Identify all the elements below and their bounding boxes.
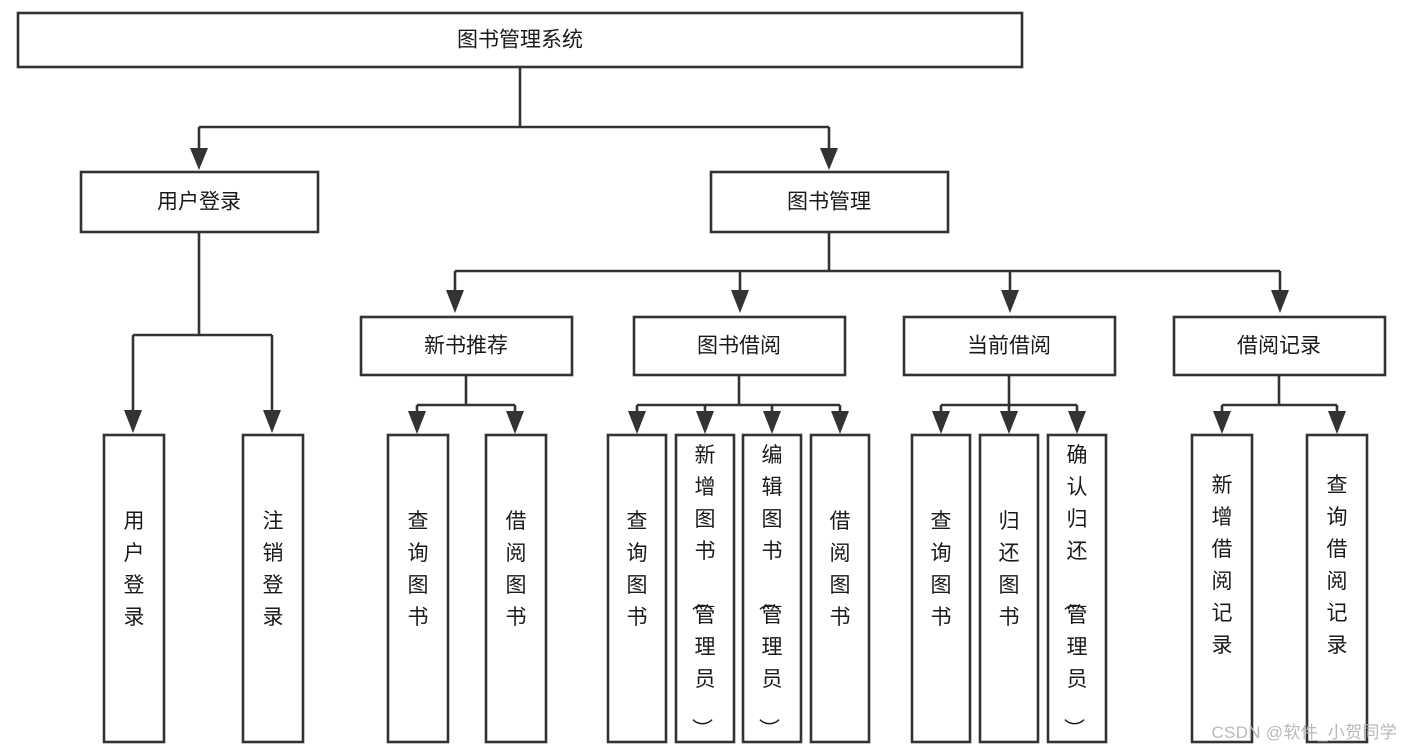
arrowhead-leaf-borrow-book-2 (831, 411, 849, 434)
arrowhead-leaf-query-book-1 (408, 411, 426, 434)
arrowhead-leaf-add-book-admin (696, 411, 714, 434)
node-leaf-logout[interactable]: 注销登录 (241, 433, 305, 744)
node-leaf-confirm-return-admin-label: 确认归还（管理员） (1062, 444, 1088, 739)
node-leaf-add-book-admin-label: 新增图书（管理员） (690, 444, 716, 739)
connector-group-new-book-rec (408, 375, 524, 434)
node-leaf-user-login[interactable]: 用户登录 (102, 433, 166, 744)
node-leaf-query-book-3[interactable]: 查询图书 (910, 433, 972, 744)
node-leaf-borrow-book-1-box[interactable] (484, 433, 548, 744)
node-borrow-record-box[interactable] (1172, 315, 1387, 377)
node-leaf-user-login-label: 用户登录 (124, 510, 145, 629)
node-leaf-borrow-book-2-label: 借阅图书 (830, 510, 851, 629)
connector-group-user-login (124, 232, 281, 433)
node-leaf-query-book-2-label: 查询图书 (627, 510, 648, 629)
arrowhead-leaf-logout (263, 410, 281, 433)
node-current-borrow-label: 当前借阅 (967, 335, 1051, 358)
node-leaf-add-book-admin[interactable]: 新增图书（管理员） (674, 433, 736, 744)
node-leaf-return-book-label: 归还图书 (999, 510, 1020, 629)
arrowhead-leaf-return-book (1000, 411, 1018, 434)
node-leaf-query-book-1-label: 查询图书 (408, 510, 429, 629)
arrowhead-current-borrow (1001, 290, 1019, 313)
node-user-login[interactable]: 用户登录 (79, 170, 320, 234)
arrowhead-book-borrow (731, 290, 749, 313)
node-user-login-box[interactable] (79, 170, 320, 234)
node-leaf-edit-book-admin[interactable]: 编辑图书（管理员） (741, 433, 803, 744)
node-book-borrow-label: 图书借阅 (697, 335, 781, 358)
node-current-borrow-box[interactable] (902, 315, 1117, 377)
node-leaf-logout-label: 注销登录 (263, 510, 284, 629)
node-leaf-borrow-book-2[interactable]: 借阅图书 (809, 433, 871, 744)
arrowhead-leaf-query-book-2 (628, 411, 646, 434)
node-leaf-confirm-return-admin[interactable]: 确认归还（管理员） (1046, 433, 1108, 744)
arrowhead-leaf-add-borrow-record (1213, 411, 1231, 434)
arrowhead-book-mgmt (820, 148, 838, 170)
node-leaf-edit-book-admin-box[interactable] (741, 433, 803, 744)
node-user-login-label: 用户登录 (157, 191, 241, 214)
node-leaf-query-book-2[interactable]: 查询图书 (606, 433, 668, 744)
arrowhead-leaf-borrow-book-1 (506, 411, 524, 434)
node-book-borrow[interactable]: 图书借阅 (632, 315, 847, 377)
arrowhead-leaf-user-login (124, 410, 142, 433)
node-book-mgmt[interactable]: 图书管理 (709, 170, 950, 234)
node-new-book-rec[interactable]: 新书推荐 (359, 315, 574, 377)
node-current-borrow[interactable]: 当前借阅 (902, 315, 1117, 377)
node-borrow-record-label: 借阅记录 (1237, 335, 1321, 358)
csdn-watermark: CSDN @软件_小贺同学 (1211, 723, 1397, 742)
node-leaf-logout-box[interactable] (241, 433, 305, 744)
node-leaf-query-borrow-record-box[interactable] (1305, 433, 1369, 744)
arrowhead-borrow-record (1271, 290, 1289, 313)
connector-group-book-mgmt (446, 232, 1289, 313)
arrowhead-leaf-query-borrow-record (1328, 411, 1346, 434)
node-leaf-query-book-1-box[interactable] (386, 433, 450, 744)
node-leaf-borrow-book-2-box[interactable] (809, 433, 871, 744)
node-new-book-rec-label: 新书推荐 (424, 335, 508, 358)
node-leaf-query-borrow-record[interactable]: 查询借阅记录 (1305, 433, 1369, 744)
node-leaf-add-borrow-record-label: 新增借阅记录 (1212, 474, 1233, 657)
node-leaf-add-borrow-record-box[interactable] (1190, 433, 1254, 744)
node-leaf-query-borrow-record-label: 查询借阅记录 (1327, 474, 1348, 657)
node-leaf-return-book[interactable]: 归还图书 (978, 433, 1040, 744)
node-leaf-borrow-book-1-label: 借阅图书 (506, 510, 527, 629)
node-borrow-record[interactable]: 借阅记录 (1172, 315, 1387, 377)
node-book-borrow-box[interactable] (632, 315, 847, 377)
node-root-label: 图书管理系统 (457, 29, 583, 52)
node-leaf-query-book-3-box[interactable] (910, 433, 972, 744)
node-leaf-query-book-1[interactable]: 查询图书 (386, 433, 450, 744)
arrowhead-leaf-query-book-3 (932, 411, 950, 434)
node-leaf-query-book-2-box[interactable] (606, 433, 668, 744)
arrowhead-user-login (190, 148, 208, 170)
arrowhead-leaf-confirm-return (1068, 411, 1086, 434)
node-leaf-add-book-admin-box[interactable] (674, 433, 736, 744)
node-leaf-edit-book-admin-label: 编辑图书（管理员） (757, 444, 783, 739)
node-leaf-user-login-box[interactable] (102, 433, 166, 744)
connector-group-current-borrow (932, 375, 1086, 434)
node-leaf-confirm-return-admin-box[interactable] (1046, 433, 1108, 744)
node-new-book-rec-box[interactable] (359, 315, 574, 377)
node-book-mgmt-box[interactable] (709, 170, 950, 234)
node-leaf-add-borrow-record[interactable]: 新增借阅记录 (1190, 433, 1254, 744)
connector-group-borrow-record (1213, 375, 1346, 434)
node-book-mgmt-label: 图书管理 (787, 191, 871, 214)
connector-group-book-borrow (628, 375, 849, 434)
connector-group-root (190, 67, 838, 170)
arrowhead-leaf-edit-book-admin (763, 411, 781, 434)
node-root[interactable]: 图书管理系统 (16, 11, 1024, 69)
node-root-box[interactable] (16, 11, 1024, 69)
node-leaf-return-book-box[interactable] (978, 433, 1040, 744)
node-leaf-query-book-3-label: 查询图书 (931, 510, 952, 629)
node-leaf-borrow-book-1[interactable]: 借阅图书 (484, 433, 548, 744)
arrowhead-new-book-rec (446, 290, 464, 313)
